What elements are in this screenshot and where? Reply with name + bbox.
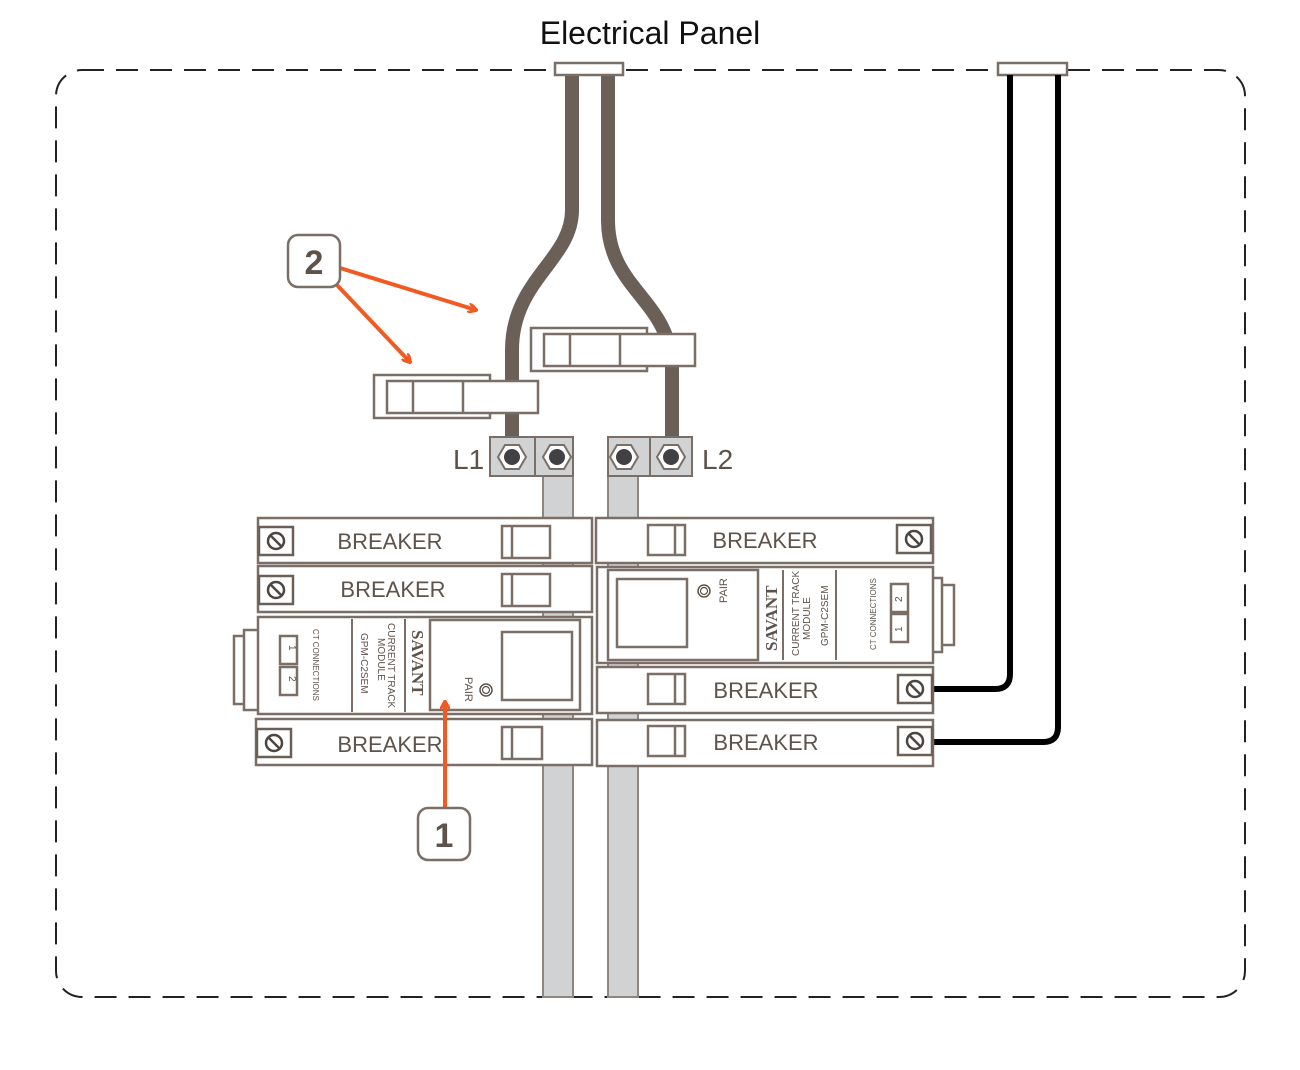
pair-label: PAIR — [462, 677, 474, 702]
screw-icon — [896, 725, 934, 757]
screw-icon — [895, 523, 933, 555]
arrow-icon — [339, 266, 476, 310]
panel-boundary — [55, 69, 1246, 998]
wire-entry-plate — [553, 61, 625, 77]
ct-port-2 — [278, 665, 299, 697]
screw-icon — [257, 574, 295, 606]
screw-icon — [257, 525, 295, 557]
screw-icon — [255, 727, 293, 759]
svg-text:BREAKER: BREAKER — [340, 577, 445, 602]
svg-text:BREAKER: BREAKER — [712, 528, 817, 553]
svg-text:BREAKER: BREAKER — [713, 730, 818, 755]
ct-port-2 — [889, 582, 910, 614]
callout-number: 1 — [435, 817, 454, 855]
breaker-left-2: BREAKER — [256, 564, 594, 614]
label-l1: L1 — [453, 444, 484, 475]
current-track-module-left: PAIR SAVANT CURRENT TRACK MODULE GPM-C2S… — [232, 615, 594, 716]
svg-text:MODULE: MODULE — [375, 638, 386, 681]
ct-port-1 — [278, 634, 299, 666]
breaker-left-1: BREAKER — [256, 516, 594, 565]
breaker-right-2: BREAKER — [595, 665, 935, 715]
lug-nut-icon — [656, 444, 686, 470]
breaker-right-1: BREAKER — [594, 516, 935, 565]
brand-label: SAVANT — [762, 585, 781, 651]
breaker-right-3: BREAKER — [595, 718, 935, 768]
lug-nut-icon — [542, 444, 572, 470]
arrow-icon — [334, 282, 410, 362]
brand-label: SAVANT — [408, 630, 427, 696]
svg-text:MODULE: MODULE — [802, 597, 813, 640]
svg-text:2: 2 — [894, 596, 905, 602]
feed-wire-l2 — [601, 75, 679, 442]
svg-text:CURRENT TRACK: CURRENT TRACK — [385, 623, 396, 709]
current-track-module-right: PAIR SAVANT CURRENT TRACK MODULE GPM-C2S… — [595, 565, 956, 665]
terminal-l1 — [489, 436, 574, 477]
callout-1: 1 — [416, 702, 472, 862]
feed-wire-l1 — [505, 75, 579, 442]
pair-button-icon[interactable] — [479, 683, 493, 697]
svg-text:BREAKER: BREAKER — [713, 678, 818, 703]
screw-icon — [896, 673, 934, 705]
svg-text:CT CONNECTIONS: CT CONNECTIONS — [311, 629, 320, 701]
pair-label: PAIR — [718, 578, 730, 603]
callout-number: 2 — [305, 244, 324, 282]
ct-clamp-l2 — [529, 326, 697, 373]
pair-button-icon[interactable] — [697, 584, 711, 598]
ct-port-1 — [889, 612, 910, 644]
lug-nut-icon — [497, 444, 527, 470]
ct-lead-wire — [933, 75, 1061, 745]
svg-text:BREAKER: BREAKER — [337, 732, 442, 757]
svg-text:CURRENT TRACK: CURRENT TRACK — [791, 570, 802, 656]
ct-clamp-l1 — [372, 373, 540, 420]
diagram-title: Electrical Panel — [540, 15, 761, 51]
model-label: GPM-C2SEM — [358, 633, 369, 694]
status-window — [500, 630, 574, 702]
status-window — [615, 577, 689, 649]
lug-nut-icon — [609, 444, 639, 470]
breaker-left-3: BREAKER — [254, 717, 594, 767]
svg-text:2: 2 — [286, 676, 297, 682]
wire-entry-plate — [996, 61, 1069, 77]
callout-2: 2 — [286, 233, 476, 362]
svg-text:1: 1 — [894, 626, 905, 632]
svg-text:1: 1 — [286, 645, 297, 651]
ct-lead-wire — [933, 75, 1013, 692]
terminal-l2 — [607, 436, 693, 477]
svg-text:BREAKER: BREAKER — [337, 529, 442, 554]
model-label: GPM-C2SEM — [820, 585, 831, 646]
svg-text:CT CONNECTIONS: CT CONNECTIONS — [869, 578, 878, 650]
label-l2: L2 — [702, 444, 733, 475]
